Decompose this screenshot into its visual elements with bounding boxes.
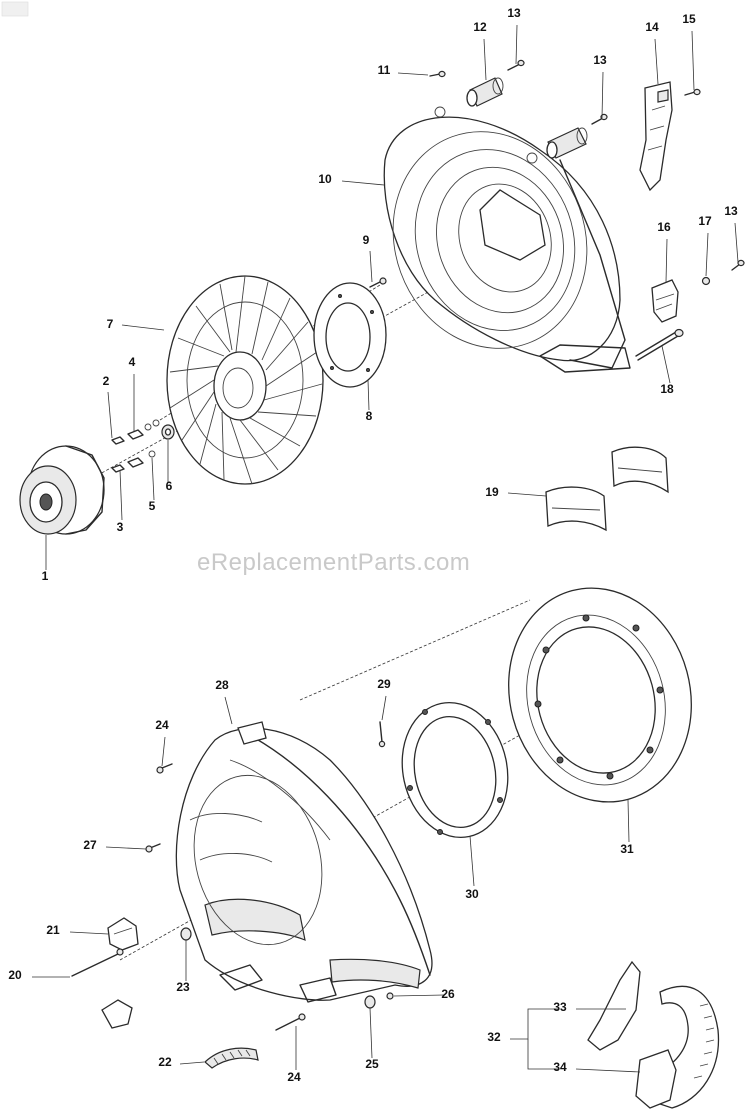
washer-23 — [180, 927, 192, 941]
callout-26: 26 — [441, 987, 455, 1001]
callout-11: 11 — [378, 63, 391, 77]
callout-18: 18 — [660, 382, 674, 396]
callout-12: 12 — [473, 20, 487, 34]
fan-impeller — [166, 275, 324, 485]
callout-8: 8 — [366, 409, 373, 423]
callout-15: 15 — [682, 12, 696, 26]
bracket-14 — [639, 81, 673, 192]
callout-3: 3 — [117, 520, 124, 534]
starter-pulley — [19, 445, 105, 535]
callout-10: 10 — [318, 172, 332, 186]
callout-13: 13 — [507, 6, 521, 20]
ring-30 — [401, 701, 509, 839]
callout-28: 28 — [215, 678, 229, 692]
callout-13: 13 — [724, 204, 738, 218]
callout-32: 32 — [487, 1030, 501, 1044]
callout-34: 34 — [553, 1060, 567, 1074]
callout-30: 30 — [465, 887, 479, 901]
callout-7: 7 — [107, 317, 114, 331]
clip-21 — [107, 917, 139, 951]
callout-16: 16 — [657, 220, 671, 234]
lower-fan-housing — [175, 721, 433, 1003]
callout-14: 14 — [645, 20, 659, 34]
callout-6: 6 — [166, 479, 173, 493]
screw-24-a — [156, 763, 173, 774]
screw-13-c — [731, 259, 745, 271]
pad-set-19 — [545, 446, 669, 532]
screw-26 — [386, 992, 394, 1000]
callout-20: 20 — [8, 968, 22, 982]
callout-22: 22 — [158, 1055, 172, 1069]
nut-25 — [364, 995, 376, 1009]
callout-23: 23 — [176, 980, 190, 994]
leader-lines — [32, 24, 739, 1073]
handle-assembly-32 — [587, 960, 720, 1109]
washer-17 — [701, 276, 711, 286]
callout-13: 13 — [593, 53, 607, 67]
callout-24: 24 — [287, 1070, 301, 1084]
callout-19: 19 — [485, 485, 499, 499]
bolt-18 — [635, 328, 684, 361]
callout-25: 25 — [365, 1057, 379, 1071]
clamp-16 — [651, 279, 679, 323]
screw-24-b — [275, 1013, 306, 1031]
mounting-plate-31 — [508, 587, 692, 803]
screw-20 — [71, 948, 124, 977]
callout-2: 2 — [103, 374, 110, 388]
screw-27 — [145, 843, 161, 853]
screw-11 — [429, 70, 446, 78]
grip-spacer-13 — [546, 127, 588, 159]
callout-17: 17 — [698, 214, 712, 228]
callout-27: 27 — [83, 838, 97, 852]
flange-ring — [313, 282, 387, 388]
screw-15 — [684, 88, 701, 96]
callout-4: 4 — [129, 355, 136, 369]
watermark-text: eReplacementParts.com — [197, 549, 470, 576]
pawl-set — [111, 419, 160, 473]
corner-mark — [1, 1, 29, 17]
callout-1: 1 — [42, 569, 49, 583]
nut — [161, 424, 175, 440]
callout-33: 33 — [553, 1000, 567, 1014]
callout-24: 24 — [155, 718, 169, 732]
callout-29: 29 — [377, 677, 391, 691]
screw-9 — [369, 277, 387, 288]
callout-21: 21 — [46, 923, 60, 937]
callout-5: 5 — [149, 499, 156, 513]
screw-29 — [378, 721, 386, 748]
upper-fan-housing — [383, 106, 631, 373]
callout-31: 31 — [620, 842, 634, 856]
clip-loose — [101, 999, 133, 1029]
grip-spacer-12 — [466, 77, 504, 107]
callout-9: 9 — [363, 233, 370, 247]
screw-13-a — [507, 59, 525, 71]
screw-13-b — [591, 113, 608, 125]
spring-clip-22 — [204, 1047, 259, 1069]
